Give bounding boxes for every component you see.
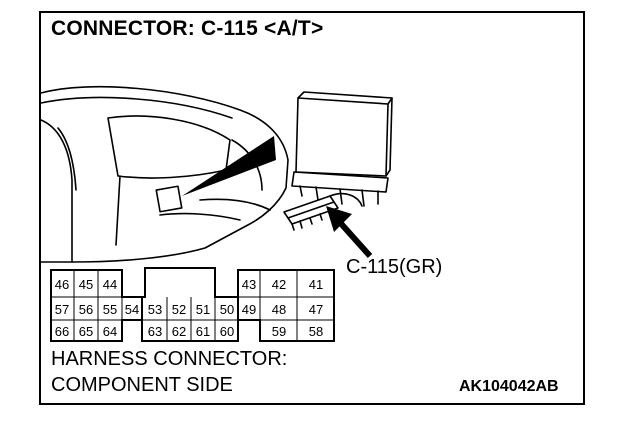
harness-caption-line2: COMPONENT SIDE: [51, 374, 233, 396]
connector-callout-label: C-115(GR): [346, 256, 443, 278]
figure-code: AK104042AB: [459, 378, 559, 395]
steering-column: [40, 119, 73, 263]
ecu-base: [291, 171, 389, 193]
pin-label: 56: [79, 302, 93, 317]
dashboard-upper-edge: [40, 96, 233, 119]
pin-label: 46: [55, 277, 69, 292]
pin-label: 64: [103, 324, 117, 339]
pin-label: 61: [196, 324, 210, 339]
pin-label: 51: [196, 302, 210, 317]
pin-label: 48: [272, 302, 286, 317]
middle-block-outline: [141, 267, 239, 342]
pin-label: 44: [103, 277, 117, 292]
harness-caption: HARNESS CONNECTOR: COMPONENT SIDE: [51, 346, 287, 398]
location-marker: [155, 185, 183, 213]
harness-plug: [283, 195, 339, 225]
pin-label: 66: [55, 324, 69, 339]
pin-label: 50: [220, 302, 234, 317]
callout-arrow: [326, 206, 373, 259]
figure-title: CONNECTOR: C-115 <A/T>: [51, 17, 324, 40]
ecu-body: [295, 97, 389, 177]
figure-frame: [39, 11, 585, 405]
pin-label: 59: [272, 324, 286, 339]
pin-label: 43: [242, 277, 256, 292]
instrument-panel: [107, 115, 231, 179]
glovebox-line: [199, 198, 271, 211]
pin-label: 45: [79, 277, 93, 292]
pin-label: 54: [125, 302, 139, 317]
pin-label: 42: [272, 277, 286, 292]
pin-label: 53: [148, 302, 162, 317]
pin-label: 62: [172, 324, 186, 339]
pin-label: 60: [220, 324, 234, 339]
pin-label: 57: [55, 302, 69, 317]
pin-label: 49: [242, 302, 256, 317]
dashboard-outline: [40, 85, 289, 263]
pin-label: 52: [172, 302, 186, 317]
pin-label: 55: [103, 302, 117, 317]
pin-label: 47: [309, 302, 323, 317]
pin-label: 58: [309, 324, 323, 339]
pin-label: 41: [309, 277, 323, 292]
pin-label: 63: [148, 324, 162, 339]
pin-label: 65: [79, 324, 93, 339]
connector-pin-grid: [50, 267, 335, 342]
pointer-wedge: [182, 136, 276, 196]
harness-caption-line1: HARNESS CONNECTOR:: [51, 348, 288, 370]
